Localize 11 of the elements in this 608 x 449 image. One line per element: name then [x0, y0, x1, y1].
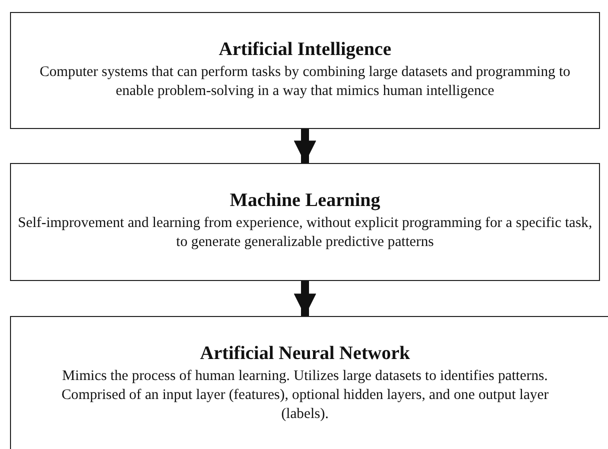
box-description: Self-improvement and learning from experience, without explicit programming for a specific task, to generate generalizable predictive patterns	[16, 214, 594, 252]
arrow	[294, 281, 316, 316]
process-box	[10, 316, 608, 449]
box-description: Computer systems that can perform tasks by combining large datasets and programming to enable problem-solving in a way that mimics human intelligence	[38, 63, 572, 101]
box-title: Artificial Neural Network	[200, 343, 410, 365]
box-description: Mimics the process of human learning. Utilizes large datasets to identifies patterns. Comprised of an input layer (features), optional hidden layers, and one output layer (labels).	[60, 367, 550, 424]
process-box	[10, 163, 600, 281]
box-title: Artificial Intelligence	[218, 39, 392, 61]
process-box	[10, 12, 600, 129]
arrow	[294, 129, 316, 163]
box-title: Machine Learning	[230, 190, 380, 212]
